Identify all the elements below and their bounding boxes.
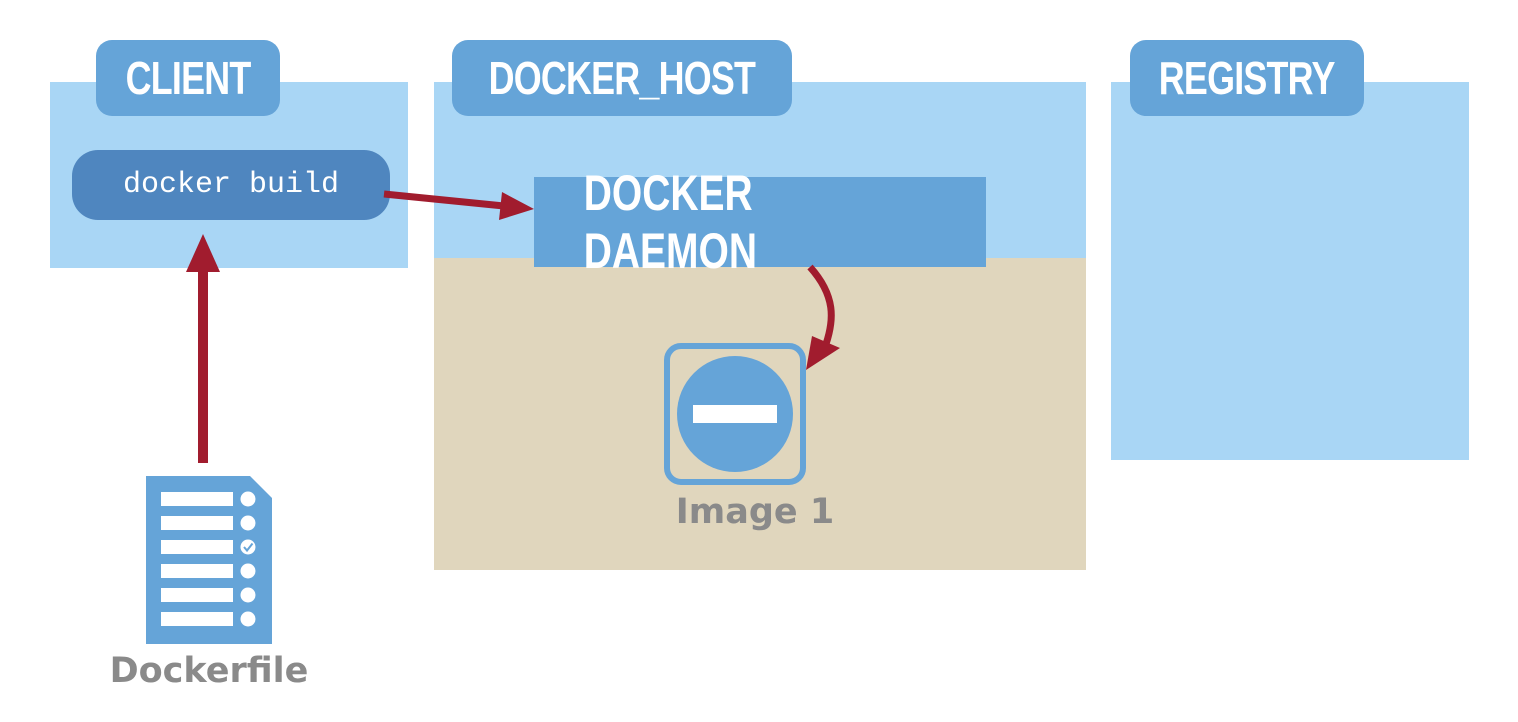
docker-host-tab: DOCKER_HOST	[452, 40, 792, 116]
client-tab: CLIENT	[96, 40, 280, 116]
registry-tab: REGISTRY	[1130, 40, 1364, 116]
registry-title: REGISTRY	[1159, 52, 1336, 104]
arrow-build-to-daemon-head	[499, 192, 534, 220]
image-label: Image 1	[675, 492, 835, 532]
client-title: CLIENT	[125, 52, 252, 104]
image-icon	[664, 343, 806, 485]
arrow-dockerfile-to-client-head	[186, 234, 220, 272]
arrow-daemon-to-image-head	[806, 336, 840, 370]
arrow-build-to-daemon	[383, 190, 505, 210]
docker-daemon-label: DOCKER DAEMON	[583, 165, 758, 279]
docker-host-title: DOCKER_HOST	[488, 52, 756, 104]
registry-panel	[1111, 82, 1469, 460]
docker-daemon-box: DOCKER DAEMON	[534, 165, 986, 279]
arrow-daemon-to-image	[807, 264, 835, 346]
dockerfile-label: Dockerfile	[109, 651, 309, 691]
docker-build-command: docker build	[72, 150, 390, 220]
document-icon	[146, 476, 272, 644]
